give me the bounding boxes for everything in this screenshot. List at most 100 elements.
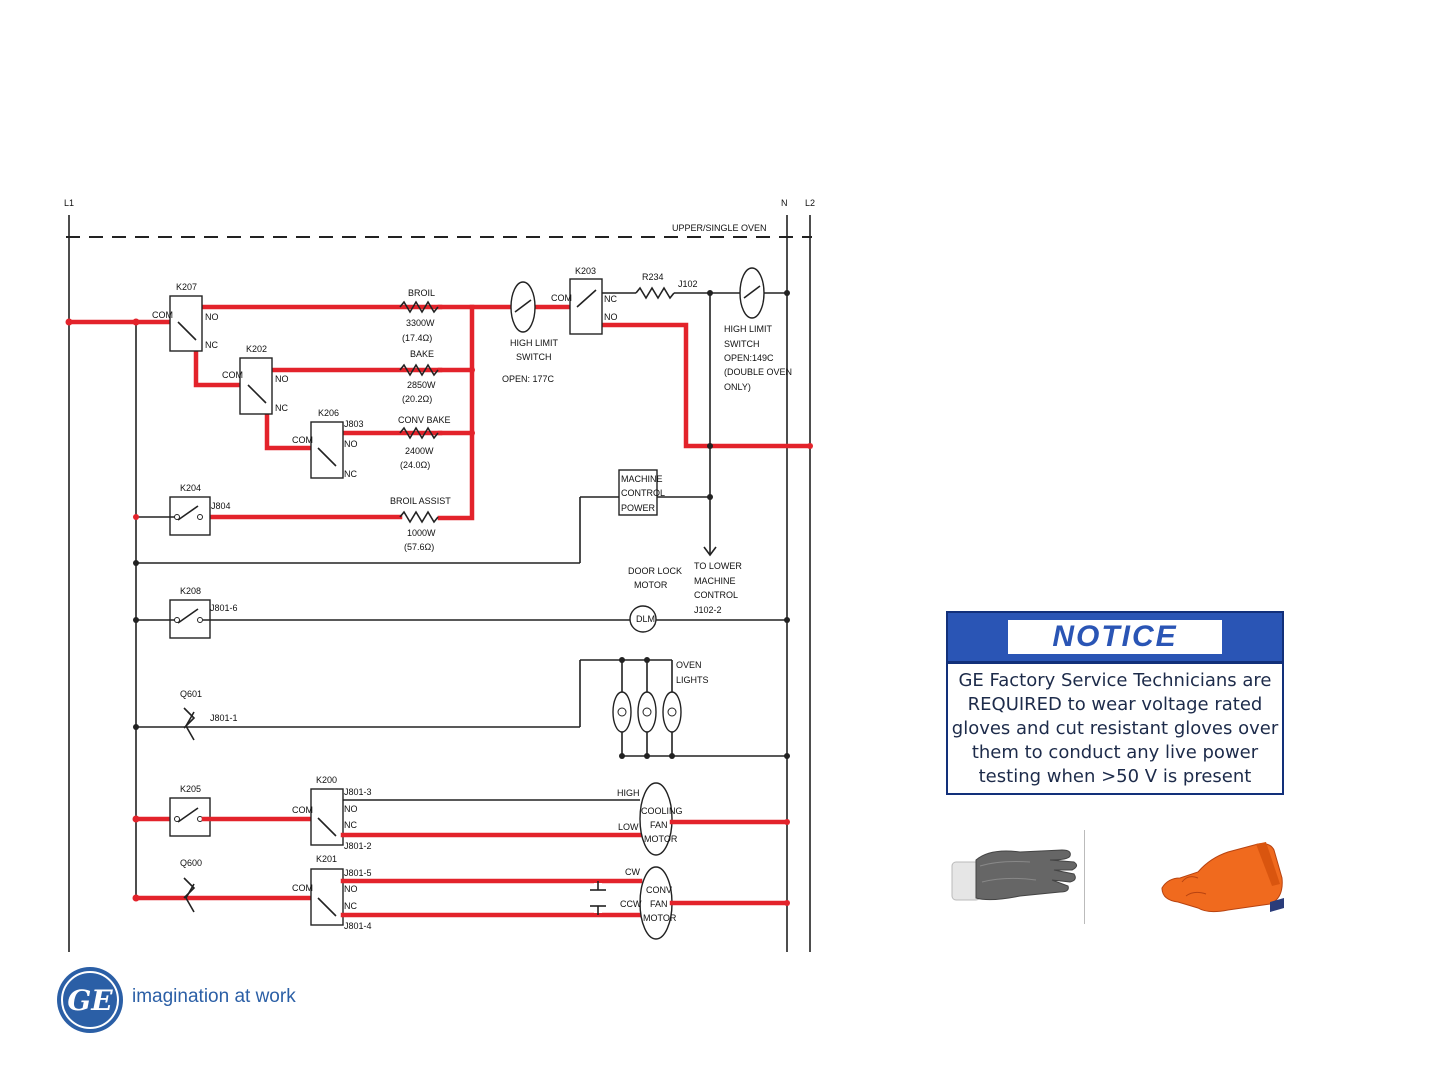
k200-nc: NC — [344, 820, 357, 830]
svg-text:BROIL: BROIL — [408, 288, 435, 298]
run-capacitor — [590, 881, 606, 915]
q601-name: Q601 — [180, 689, 202, 699]
high-limit-switch-149c: HIGH LIMIT SWITCH OPEN:149C (DOUBLE OVEN… — [724, 267, 792, 392]
svg-text:(DOUBLE OVEN: (DOUBLE OVEN — [724, 367, 792, 377]
svg-text:2850W: 2850W — [407, 380, 436, 390]
machine-control-line1: MACHINE — [621, 474, 663, 484]
svg-text:HIGH LIMIT: HIGH LIMIT — [510, 338, 559, 348]
svg-text:ONLY): ONLY) — [724, 382, 751, 392]
svg-text:DLM: DLM — [636, 614, 655, 624]
q601-pin: J801-1 — [210, 713, 238, 723]
ge-logo: GE — [57, 967, 123, 1033]
k206-name: K206 — [318, 408, 339, 418]
k207-com: COM — [152, 310, 173, 320]
svg-text:CW: CW — [625, 867, 640, 877]
svg-text:LOW: LOW — [618, 822, 639, 832]
n-label: N — [781, 198, 788, 208]
conv-fan-motor: CONV FAN MOTOR CW CCW — [620, 866, 677, 940]
k203-com: COM — [551, 293, 572, 303]
heater-bake: BAKE 2850W (20.2Ω) — [399, 349, 439, 404]
svg-text:1000W: 1000W — [407, 528, 436, 538]
svg-text:HIGH: HIGH — [617, 788, 640, 798]
svg-text:(57.6Ω): (57.6Ω) — [404, 542, 434, 552]
k200-name: K200 — [316, 775, 337, 785]
safety-notice: NOTICE GE Factory Service Technicians ar… — [946, 611, 1284, 795]
k201-name: K201 — [316, 854, 337, 864]
k206-nc: NC — [344, 469, 357, 479]
k204-pin: J804 — [211, 501, 231, 511]
k207-no: NO — [205, 312, 219, 322]
to-lower-machine-control: TO LOWER MACHINE CONTROL J102-2 — [694, 561, 742, 615]
svg-text:GE: GE — [67, 984, 113, 1017]
heater-broil: BROIL 3300W (17.4Ω) — [399, 288, 439, 343]
l1-label: L1 — [64, 198, 74, 208]
svg-text:DOOR LOCK: DOOR LOCK — [628, 566, 682, 576]
heater-broil-assist: BROIL ASSIST 1000W (57.6Ω) — [390, 496, 451, 552]
svg-text:SWITCH: SWITCH — [724, 339, 760, 349]
svg-text:OPEN:149C: OPEN:149C — [724, 353, 774, 363]
resistor-r234 — [635, 286, 675, 300]
q600-name: Q600 — [180, 858, 202, 868]
svg-text:MACHINE: MACHINE — [694, 576, 736, 586]
notice-line-5: testing when >50 V is present — [978, 765, 1252, 787]
k200-pin-top: J801-3 — [344, 787, 372, 797]
svg-text:CONV: CONV — [646, 885, 672, 895]
k200-pin-bottom: J801-2 — [344, 841, 372, 851]
l2-label: L2 — [805, 198, 815, 208]
machine-control-line2: CONTROL — [621, 488, 665, 498]
section-label: UPPER/SINGLE OVEN — [672, 223, 767, 233]
relay-k200 — [310, 788, 344, 846]
relay-k207 — [169, 295, 203, 352]
svg-text:MOTOR: MOTOR — [644, 834, 678, 844]
k208-name: K208 — [180, 586, 201, 596]
notice-line-3: gloves and cut resistant gloves over — [951, 717, 1279, 739]
svg-text:LIGHTS: LIGHTS — [676, 675, 709, 685]
door-lock-motor: DLM DOOR LOCK MOTOR — [628, 566, 682, 633]
voltage-rated-glove-image — [1161, 842, 1284, 913]
k201-com: COM — [292, 883, 313, 893]
svg-text:BROIL ASSIST: BROIL ASSIST — [390, 496, 451, 506]
tagline: imagination at work — [132, 986, 296, 1007]
svg-text:3300W: 3300W — [406, 318, 435, 328]
notice-title: NOTICE — [1008, 620, 1222, 654]
svg-text:OPEN: 177C: OPEN: 177C — [502, 374, 555, 384]
k206-com: COM — [292, 435, 313, 445]
cut-resistant-glove-image — [951, 849, 1078, 901]
k204-name: K204 — [180, 483, 201, 493]
k206-no: NO — [344, 439, 358, 449]
svg-text:CONTROL: CONTROL — [694, 590, 738, 600]
relay-k206 — [310, 421, 344, 479]
notice-body: GE Factory Service Technicians are REQUI… — [946, 662, 1284, 795]
svg-text:COOLING: COOLING — [641, 806, 683, 816]
svg-text:CONV BAKE: CONV BAKE — [398, 415, 451, 425]
notice-line-4: them to conduct any live power — [971, 741, 1259, 763]
svg-text:HIGH LIMIT: HIGH LIMIT — [724, 324, 773, 334]
svg-text:FAN: FAN — [650, 899, 668, 909]
k200-no: NO — [344, 804, 358, 814]
triac-q601 — [183, 707, 196, 741]
svg-text:TO LOWER: TO LOWER — [694, 561, 742, 571]
k203-no: NO — [604, 312, 618, 322]
r234-name: R234 — [642, 272, 664, 282]
k206-pin: J803 — [344, 419, 364, 429]
k202-name: K202 — [246, 344, 267, 354]
svg-text:CCW: CCW — [620, 899, 642, 909]
wiring-schematic: L1 N L2 UPPER/SINGLE OVEN K207 COM NO NC… — [64, 198, 815, 952]
svg-text:OVEN: OVEN — [676, 660, 702, 670]
k202-nc: NC — [275, 403, 288, 413]
relay-k203 — [569, 278, 603, 335]
relay-k201 — [310, 868, 344, 926]
k207-nc: NC — [205, 340, 218, 350]
svg-text:J102-2: J102-2 — [694, 605, 722, 615]
k202-no: NO — [275, 374, 289, 384]
relay-k202 — [239, 357, 273, 415]
notice-line-2: REQUIRED to wear voltage rated — [967, 693, 1263, 715]
svg-text:(24.0Ω): (24.0Ω) — [400, 460, 430, 470]
k208-pin: J801-6 — [210, 603, 238, 613]
notice-line-1: GE Factory Service Technicians are — [958, 669, 1272, 691]
svg-text:SWITCH: SWITCH — [516, 352, 552, 362]
k203-name: K203 — [575, 266, 596, 276]
image-divider — [1084, 830, 1085, 924]
r234-pin: J102 — [678, 279, 698, 289]
k200-com: COM — [292, 805, 313, 815]
